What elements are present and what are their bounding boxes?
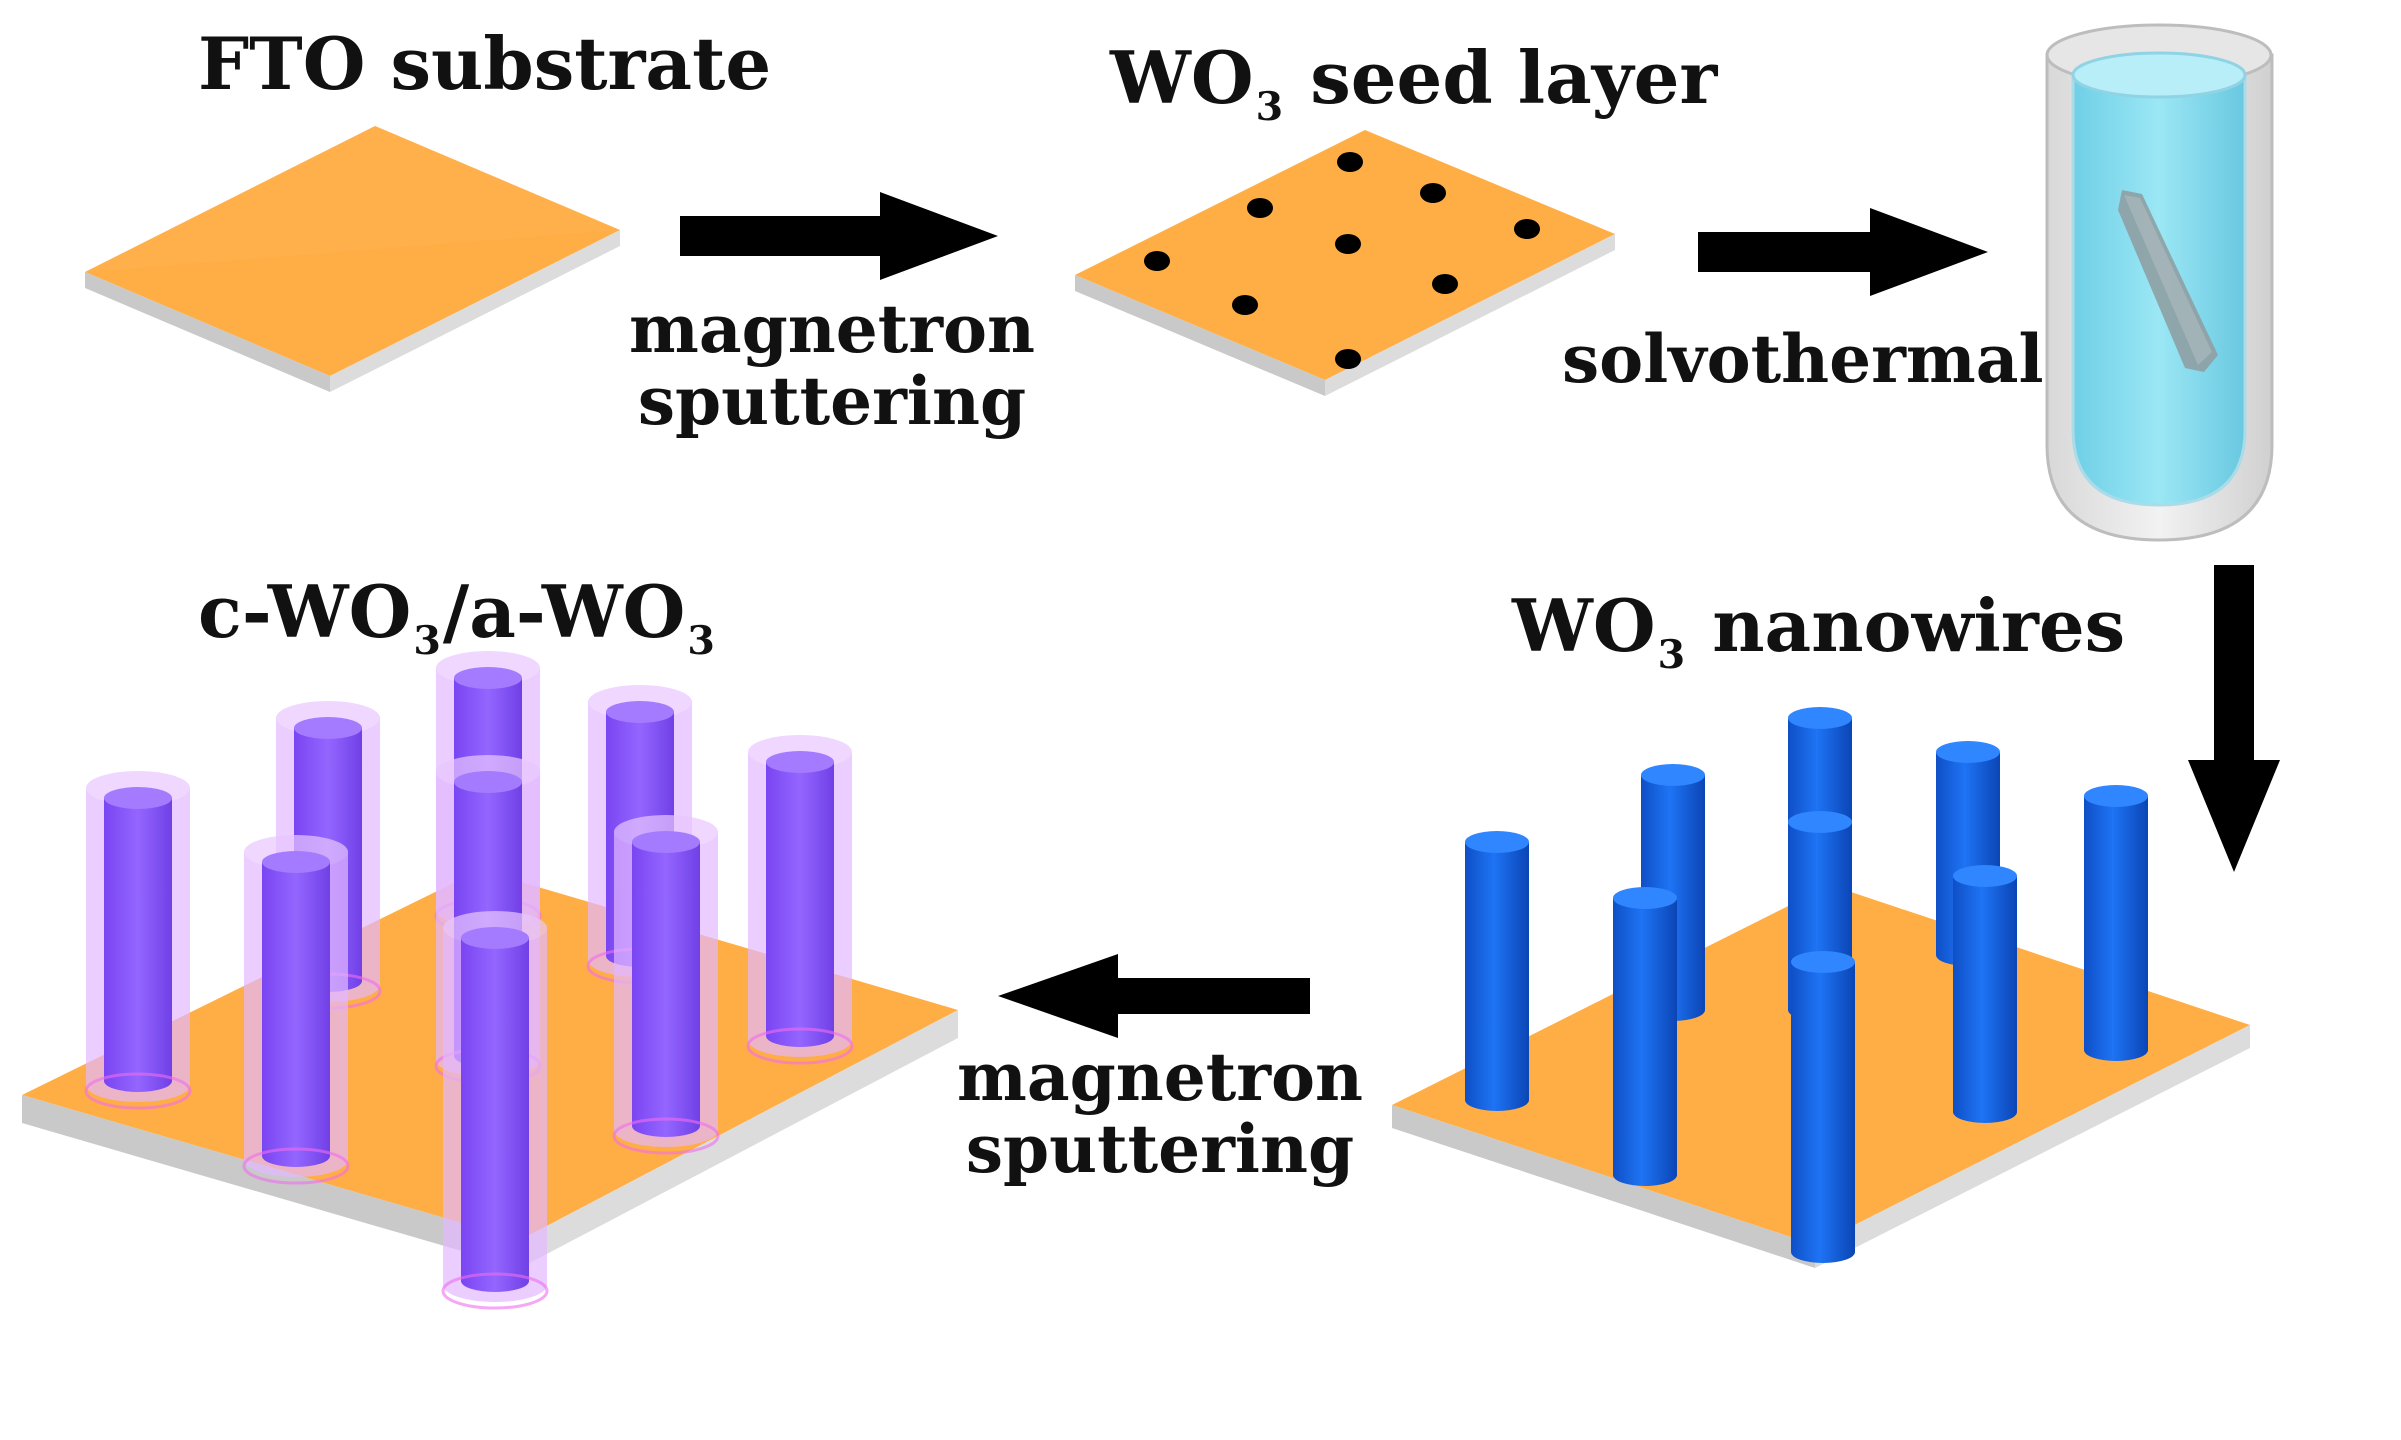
core-wire: [262, 851, 330, 1167]
sputter-step-2-line1: magnetron: [957, 1038, 1363, 1116]
seed-layer-substrate: [1075, 130, 1615, 396]
core-wire: [104, 787, 172, 1092]
seed-dot: [1514, 219, 1540, 239]
core-wire: [766, 751, 834, 1047]
core-shell-label: c-WO3/a-WO3: [198, 576, 717, 661]
seed-layer-label-suffix: seed layer: [1285, 35, 1718, 120]
seed-dot: [1420, 183, 1446, 203]
core-shell-array: [84, 651, 854, 1310]
seed-layer-label: WO3 seed layer: [1110, 42, 1717, 127]
core-shell-label-a: c-WO: [198, 569, 412, 654]
sputter-step-2-label: magnetron sputtering: [940, 1044, 1380, 1182]
seed-dot: [1432, 274, 1458, 294]
core-shell-rod: [612, 815, 720, 1155]
seed-dot: [1247, 198, 1273, 218]
autoclave-icon: [2045, 23, 2274, 542]
nanowires-label: WO3 nanowires: [1512, 590, 2125, 675]
core-shell-rod: [746, 735, 854, 1065]
seed-layer-label-prefix: WO: [1110, 35, 1254, 120]
down-arrow-icon: [2188, 565, 2280, 872]
nanowire: [1791, 951, 1855, 1263]
core-shell-rod: [441, 911, 549, 1310]
nanowire: [2084, 785, 2148, 1061]
fto-substrate-label: FTO substrate: [198, 21, 772, 106]
seed-dot: [1144, 251, 1170, 271]
fto-substrate-slab: [85, 126, 620, 392]
core-wire: [632, 831, 700, 1137]
nanowires-label-prefix: WO: [1512, 583, 1656, 668]
core-shell-label-b: /a-WO: [442, 569, 686, 654]
core-shell-label-sub2: 3: [687, 617, 715, 664]
seed-dot: [1335, 234, 1361, 254]
seed-dot: [1232, 295, 1258, 315]
core-shell-rod: [242, 835, 350, 1185]
seed-dot: [1337, 152, 1363, 172]
seed-dot: [1335, 349, 1361, 369]
sputter-step-1-line2: sputtering: [637, 362, 1027, 440]
left-arrow-icon: [998, 954, 1310, 1038]
right-arrow-icon: [1698, 208, 1988, 296]
nanowires-label-sub: 3: [1657, 631, 1686, 678]
core-shell-label-sub1: 3: [413, 617, 441, 664]
nanowire: [1465, 831, 1529, 1111]
core-shell-rod: [84, 771, 192, 1110]
core-wire: [461, 927, 529, 1292]
right-arrow-icon: [680, 192, 998, 280]
sputter-step-1-line1: magnetron: [629, 290, 1035, 368]
seed-dots: [1144, 152, 1540, 369]
sputter-step-1-label: magnetron sputtering: [622, 296, 1042, 434]
nanowire-array: [1465, 707, 2148, 1263]
nanowires-label-suffix: nanowires: [1687, 583, 2126, 668]
solvothermal-label: solvothermal: [1562, 320, 2044, 398]
seed-layer-label-sub: 3: [1255, 83, 1284, 130]
sputter-step-2-line2: sputtering: [965, 1110, 1355, 1188]
nanowire: [1953, 865, 2017, 1123]
nanowire: [1613, 887, 1677, 1186]
